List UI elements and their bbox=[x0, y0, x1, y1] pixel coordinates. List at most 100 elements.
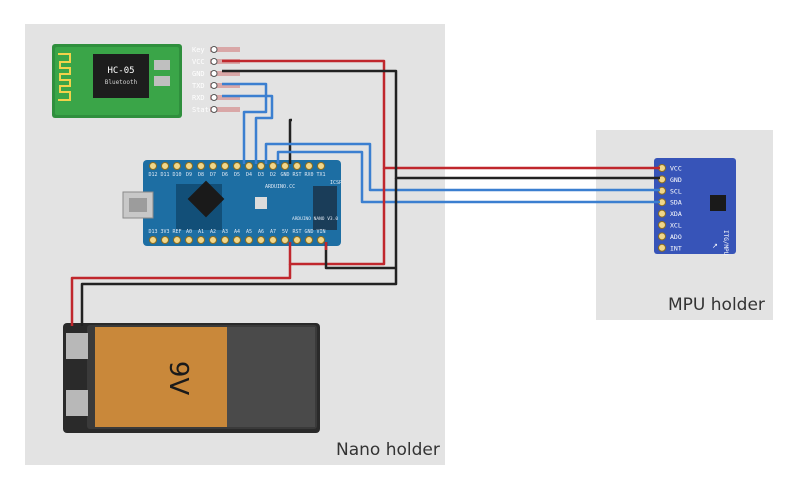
nano-bottom-pin-label: A0 bbox=[186, 229, 192, 235]
mpu-pin bbox=[658, 232, 666, 241]
nano-bottom-pin-label: 5V bbox=[282, 229, 288, 235]
nano-top-pin bbox=[281, 162, 289, 170]
hc05-chip-sublabel: Bluetooth bbox=[105, 79, 138, 86]
mpu-pin-label: GND bbox=[670, 176, 682, 184]
nano-top-pin bbox=[305, 162, 313, 170]
nano-bottom-pin bbox=[269, 236, 277, 244]
nano-top-pin-label: GND bbox=[280, 172, 289, 178]
hc05-pin-label: State bbox=[192, 106, 213, 114]
wire-hc05-gnd-black bbox=[222, 69, 660, 180]
nano-bottom-pin-label: A6 bbox=[258, 229, 264, 235]
mpu-pin bbox=[658, 209, 666, 218]
nano-top-pin-label: D11 bbox=[160, 172, 169, 178]
nano-bottom-pin-label: A2 bbox=[210, 229, 216, 235]
nano-bottom-pin bbox=[185, 236, 193, 244]
mpu-pin-label: INT bbox=[670, 244, 682, 252]
nano-top-pin-label: D7 bbox=[210, 172, 216, 178]
mpu-pin-label: SCL bbox=[670, 187, 682, 195]
nano-bottom-pin-label: REF bbox=[172, 229, 181, 235]
nano-bottom-pin-label: D13 bbox=[148, 229, 157, 235]
nano-bottom-pin bbox=[293, 236, 301, 244]
hc05-chip-label: HC-05 bbox=[107, 66, 134, 76]
mpu-pin bbox=[658, 221, 666, 229]
wire-nano-5v-red bbox=[288, 168, 386, 266]
wires bbox=[70, 59, 660, 326]
nano-top-pin bbox=[173, 162, 181, 170]
wire-battery-black bbox=[80, 178, 398, 326]
nano-bottom-pin-label: VIN bbox=[316, 229, 325, 235]
hc05-pin-dot bbox=[210, 94, 218, 101]
nano-top-pin bbox=[197, 162, 205, 170]
mpu-side-label: ITG/MPU bbox=[722, 230, 729, 256]
hc05-pin-label: RXD bbox=[192, 94, 205, 102]
hc05-header-pin bbox=[210, 71, 240, 76]
nano-top-pin-label: D5 bbox=[234, 172, 240, 178]
hc05-header-pin bbox=[210, 47, 240, 52]
wire-battery-red bbox=[70, 264, 292, 326]
nano-bottom-pin bbox=[245, 236, 253, 244]
nano-top-pin bbox=[245, 162, 253, 170]
nano-holder-label: Nano holder bbox=[336, 440, 440, 460]
mpu-pin bbox=[658, 243, 666, 252]
nano-top-pin bbox=[269, 162, 277, 170]
nano-top-pin bbox=[233, 162, 241, 170]
nano-bottom-pin-label: RST bbox=[292, 229, 301, 235]
wire-scl-blue bbox=[264, 142, 660, 192]
wire-hc05-vcc-red bbox=[222, 59, 660, 170]
nano-top-pin bbox=[221, 162, 229, 170]
nano-top-pin-label: TX1 bbox=[316, 172, 325, 178]
axis-icon: ↗ bbox=[712, 242, 718, 250]
hc05-header-pin bbox=[210, 107, 240, 112]
mpu-pin-label: XDA bbox=[670, 210, 682, 218]
nano-top-pin bbox=[293, 162, 301, 170]
hc05-pin-label: GND bbox=[192, 70, 205, 78]
nano-bottom-pin-label: A7 bbox=[270, 229, 276, 235]
hc05-pin-label: VCC bbox=[192, 58, 205, 66]
wire-hc05-rxd-blue bbox=[222, 94, 274, 164]
nano-bottom-pin bbox=[305, 236, 313, 244]
nano-top-pin-label: D10 bbox=[172, 172, 181, 178]
nano-top-pin-label: RST bbox=[292, 172, 301, 178]
battery-label: 9V bbox=[163, 361, 193, 396]
nano-top-pin-label: D8 bbox=[198, 172, 204, 178]
nano-top-pin-label: D3 bbox=[258, 172, 264, 178]
mpu-pin-label: SDA bbox=[670, 199, 682, 207]
hc05-header-pin bbox=[210, 95, 240, 100]
nano-bottom-pin-label: A3 bbox=[222, 229, 228, 235]
nano-bottom-pin bbox=[257, 236, 265, 244]
wire-nano-gnd-black bbox=[288, 118, 292, 164]
nano-board-text2: ARDUINO NANO V3.0 bbox=[292, 216, 338, 222]
nano-bottom-pin-label: GND bbox=[304, 229, 313, 235]
hc05-pin-dot bbox=[210, 106, 218, 113]
nano-bottom-pin bbox=[209, 236, 217, 244]
battery-9v: 9V bbox=[63, 323, 320, 433]
hc05-pin-label: Key bbox=[192, 46, 205, 54]
mpu-pin-label: XCL bbox=[670, 222, 682, 230]
hc05-pin-label: TXD bbox=[192, 82, 205, 90]
nano-bottom-pin-label: A1 bbox=[198, 229, 204, 235]
nano-bottom-pin bbox=[281, 236, 289, 244]
hc05-pin-dot bbox=[210, 70, 218, 77]
wire-hc05-txd-blue bbox=[222, 82, 268, 164]
nano-bottom-pin bbox=[233, 236, 241, 244]
nano-top-pin bbox=[185, 162, 193, 170]
mpu-pin bbox=[658, 175, 666, 184]
wire-sda-blue bbox=[276, 150, 660, 204]
nano-bottom-pin bbox=[197, 236, 205, 244]
nano-top-pin-label: D2 bbox=[270, 172, 276, 178]
nano-bottom-pin bbox=[173, 236, 181, 244]
nano-top-pin-label: D6 bbox=[222, 172, 228, 178]
mpu-pin-label: VCC bbox=[670, 165, 682, 173]
icsp-label: ICSP bbox=[330, 180, 342, 186]
nano-top-pin bbox=[317, 162, 325, 170]
nano-top-pin bbox=[161, 162, 169, 170]
mpu-pin-label: ADO bbox=[670, 233, 682, 241]
nano-bottom-pin bbox=[317, 236, 325, 244]
nano-top-pin bbox=[209, 162, 217, 170]
mpu-holder-label: MPU holder bbox=[668, 295, 765, 315]
wire-nano-gnd2-black bbox=[324, 242, 396, 270]
hc05-pin-dot bbox=[210, 82, 218, 89]
